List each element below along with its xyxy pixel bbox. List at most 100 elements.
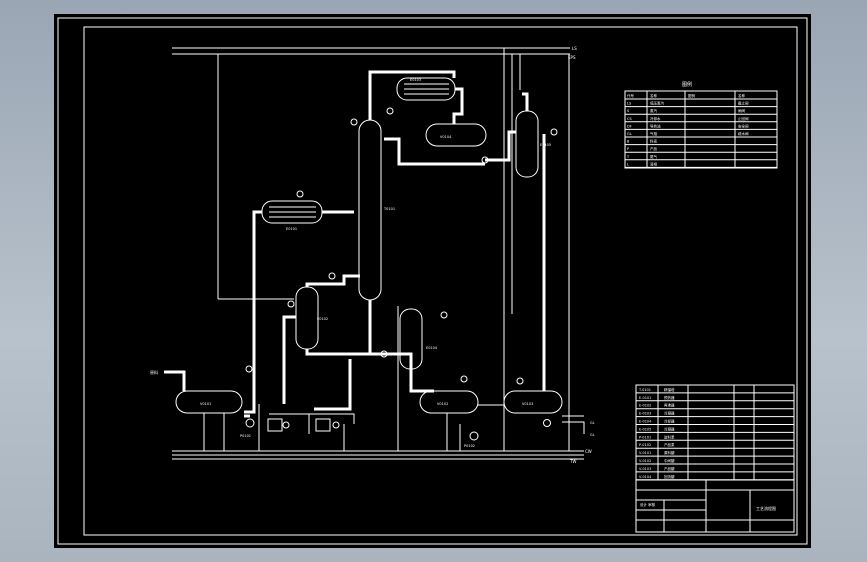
instrument-7 xyxy=(245,365,253,373)
tw-label: TW xyxy=(569,459,576,464)
instrument-2 xyxy=(550,128,558,136)
legend-cell: LS xyxy=(627,102,632,106)
process-flow-diagram: LS EPS CW TW T0101 E0103 V0104 E0105 E01… xyxy=(57,17,808,545)
tower-t0101 xyxy=(358,119,382,301)
drum-v0101 xyxy=(175,390,243,414)
legend-header: 代号 xyxy=(627,93,635,98)
legend-cell: 尾气 xyxy=(650,154,658,159)
flowmeter-2 xyxy=(332,421,340,429)
reboiler-e0102 xyxy=(295,286,319,350)
parts-code: V-0101 xyxy=(639,451,651,455)
legend-cell: DF xyxy=(627,124,632,128)
filter-2 xyxy=(315,418,331,432)
legend-cell: CS xyxy=(627,117,632,121)
title-block-drawing: 工艺流程图 xyxy=(756,505,776,511)
legend-cell: 冷却水 xyxy=(650,116,661,121)
parts-code: E-0104 xyxy=(639,420,652,424)
legend-cell: P xyxy=(627,147,629,151)
parts-name: 冷却器 xyxy=(664,419,675,424)
pump-v0103 xyxy=(543,419,551,427)
e0104-label: E0104 xyxy=(426,346,438,350)
v0102-label: V0102 xyxy=(437,402,448,406)
filter-1 xyxy=(267,418,283,432)
gl1-label: GL xyxy=(590,421,595,425)
drum-v0104 xyxy=(425,123,487,147)
legend-cell: B xyxy=(627,140,630,144)
parts-code: E-0102 xyxy=(639,404,651,408)
instrument-8 xyxy=(460,375,468,383)
inner-frame xyxy=(83,26,798,536)
legend-table: 图例 xyxy=(624,81,778,169)
legend-cell: 安全阀 xyxy=(738,123,749,128)
title-block: 设计 审核 工艺流程图 xyxy=(635,479,795,533)
ls-label: LS xyxy=(572,46,577,51)
parts-code: E-0101 xyxy=(639,396,651,400)
flowmeter-1 xyxy=(282,421,290,429)
parts-name: 冷凝器 xyxy=(664,426,675,431)
parts-code: E-0103 xyxy=(639,412,651,416)
legend-cell: S xyxy=(627,109,630,113)
parts-name: 预热器 xyxy=(664,395,675,400)
parts-name: 产品罐 xyxy=(664,466,675,471)
drum-v0102 xyxy=(419,390,479,414)
legend-cell: 液相 xyxy=(650,161,658,166)
legend-cell: 止回阀 xyxy=(738,116,749,121)
instrument-1 xyxy=(350,118,358,126)
legend-cell: 疏水阀 xyxy=(738,131,749,136)
pump-p0101 xyxy=(245,418,255,428)
parts-name: 中间罐 xyxy=(664,458,675,463)
title-block-school: 设计 审核 xyxy=(640,502,656,507)
gl2-label: GL xyxy=(590,433,595,437)
exchanger-e0105 xyxy=(515,110,539,178)
parts-name: 产品泵 xyxy=(664,442,675,447)
v0104-label: V0104 xyxy=(440,135,452,139)
legend-title: 图例 xyxy=(682,81,692,88)
e0101-label: E0101 xyxy=(286,227,297,231)
instrument-3 xyxy=(296,190,304,198)
instrument-9 xyxy=(516,377,524,385)
legend-cell: L xyxy=(627,162,629,166)
cw-label: CW xyxy=(585,449,592,454)
parts-name: 进料泵 xyxy=(664,434,675,439)
legend-cell: 料液 xyxy=(650,139,658,144)
p0101-label: P0101 xyxy=(240,434,251,438)
v0101-label: V0101 xyxy=(200,402,211,406)
parts-name: 再沸器 xyxy=(664,403,675,408)
legend-cell: 截止阀 xyxy=(738,101,749,106)
parts-code: V-0103 xyxy=(639,467,651,471)
e0103-label: E0103 xyxy=(410,78,421,82)
legend-cell: 闸阀 xyxy=(738,108,746,113)
legend-header: 图例 xyxy=(688,93,696,98)
parts-code: T-0101 xyxy=(638,388,651,392)
legend-cell: GL xyxy=(627,132,632,136)
parts-code: V-0104 xyxy=(639,475,652,479)
feed-label: 原料 xyxy=(150,369,158,375)
parts-name: 冷凝器 xyxy=(664,411,675,416)
legend-header: 名称 xyxy=(738,93,746,98)
drum-v0103 xyxy=(503,390,563,414)
parts-name: 回流罐 xyxy=(664,474,675,479)
tower-label: T0101 xyxy=(383,207,395,211)
parts-code: P-0101 xyxy=(639,435,651,439)
v0103-label: V0103 xyxy=(522,402,533,406)
p0102-label: P0102 xyxy=(464,444,475,448)
legend-cell: 产品 xyxy=(650,146,658,151)
legend-cell: 低压蒸汽 xyxy=(650,101,664,106)
instrument-6 xyxy=(440,311,448,319)
e0105-label: E0105 xyxy=(540,143,551,147)
instrument-10 xyxy=(386,107,394,115)
drawing-sheet: LS EPS CW TW T0101 E0103 V0104 E0105 E01… xyxy=(54,14,811,548)
outer-frame xyxy=(57,17,808,545)
parts-code: P-0102 xyxy=(639,443,651,447)
pump-p0102 xyxy=(469,431,479,441)
legend-cell: 气相 xyxy=(650,131,658,136)
legend-header: 名称 xyxy=(650,93,658,98)
instrument-5 xyxy=(287,300,295,308)
parts-name: 精馏塔 xyxy=(664,387,675,392)
legend-cell: 蒸汽 xyxy=(650,108,658,113)
parts-name: 原料罐 xyxy=(664,450,675,455)
legend-cell: 导热油 xyxy=(650,123,661,128)
eps-label: EPS xyxy=(568,55,576,60)
e0102-label: E0102 xyxy=(317,317,328,321)
legend-cell: T xyxy=(626,155,630,159)
